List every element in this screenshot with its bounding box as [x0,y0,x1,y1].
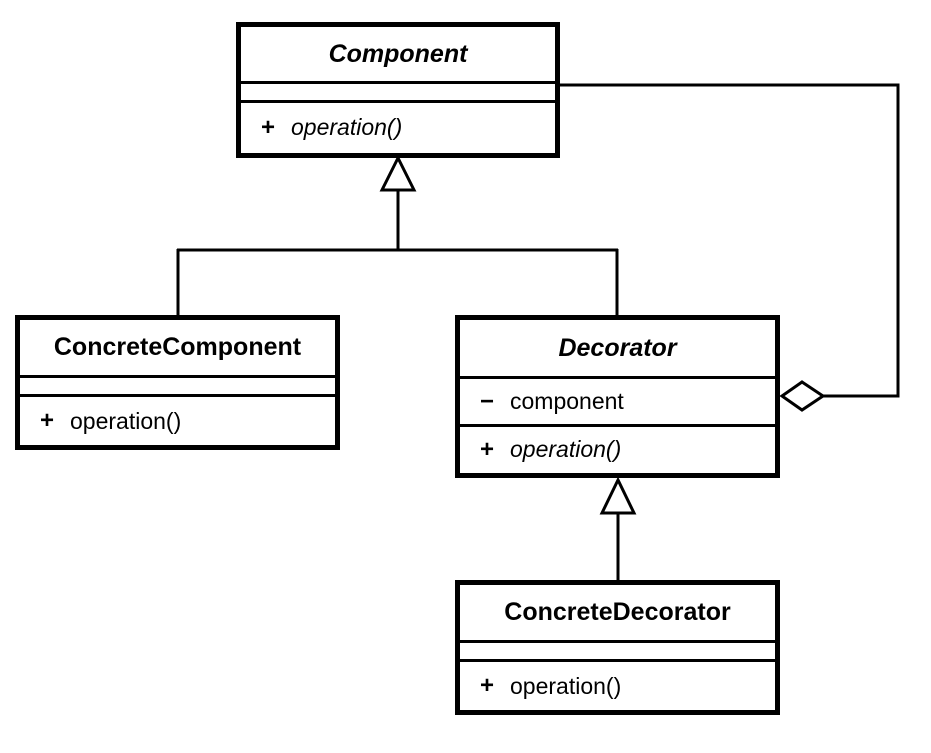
operation-label: operation() [510,672,622,699]
hollow-triangle-arrowhead [599,476,637,515]
attributes-compartment-concrete-decorator [460,640,775,659]
attribute-label: component [510,388,624,414]
operation-row-concrete-component-operation: + operation() [20,394,335,445]
class-box-decorator[interactable]: Decorator − component + operation() [455,315,780,478]
attribute-row-decorator-component: − component [460,376,775,424]
generalization-to-component [176,154,619,317]
operation-label: operation() [510,436,622,462]
aggregation-decorator-component [558,83,900,412]
operation-label: operation() [291,114,403,141]
visibility-marker: + [261,113,276,141]
class-name-concrete-decorator: ConcreteDecorator [460,585,775,640]
class-box-concrete-decorator[interactable]: ConcreteDecorator + operation() [455,580,780,715]
class-box-concrete-component[interactable]: ConcreteComponent + operation() [15,315,340,450]
class-name-decorator: Decorator [460,320,775,376]
generalization-to-decorator [599,476,637,582]
attributes-compartment-concrete-component [20,375,335,394]
aggregation-route [558,83,900,398]
hollow-triangle-arrowhead [379,154,417,192]
visibility-marker: + [480,672,495,699]
class-name-component: Component [241,27,555,82]
class-name-concrete-component: ConcreteComponent [20,320,335,375]
visibility-marker: + [480,435,495,463]
visibility-marker: + [40,407,55,434]
operation-row-concrete-decorator-operation: + operation() [460,659,775,710]
visibility-marker: − [480,387,495,415]
attributes-compartment-component [241,81,555,100]
class-box-component[interactable]: Component + operation() [236,22,560,158]
operation-row-component-operation: + operation() [241,99,555,153]
operation-row-decorator-operation: + operation() [460,424,775,472]
hollow-diamond-arrowhead [779,380,826,412]
operation-label: operation() [70,407,182,434]
